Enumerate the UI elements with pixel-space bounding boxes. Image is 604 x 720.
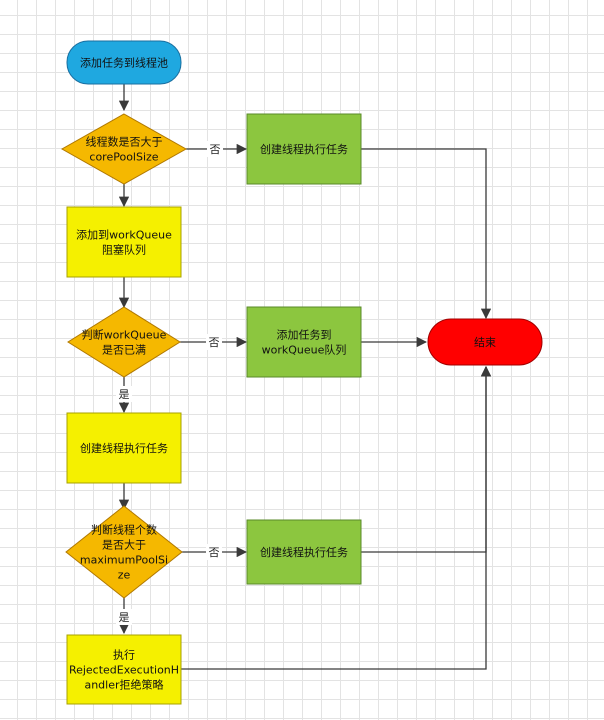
nodes: 添加任务到线程池 线程数是否大于 corePoolSize 创建线程执行任务 添加… bbox=[60, 40, 543, 705]
label-line: andler拒绝策略 bbox=[84, 678, 163, 692]
label-line: 是否已满 bbox=[102, 344, 146, 357]
edge-create-max-to-end bbox=[361, 365, 492, 553]
label-line: 线程数是否大于 bbox=[86, 135, 163, 149]
create-thread-core-label: 创建线程执行任务 bbox=[260, 142, 348, 156]
end-node-label: 结束 bbox=[474, 336, 496, 349]
label-line: 添加任务到线程池 bbox=[80, 56, 168, 70]
edge-label-no-2: 否 bbox=[209, 336, 220, 349]
edge-create-core-to-end bbox=[361, 148, 492, 320]
label-line: 判断线程个数 bbox=[91, 523, 157, 537]
label-line: 是否大于 bbox=[102, 538, 146, 552]
decision-core-pool-size bbox=[60, 113, 188, 185]
edge-label-yes-2: 是 bbox=[119, 611, 130, 624]
end-node bbox=[427, 318, 543, 366]
label-line: 结束 bbox=[474, 336, 496, 349]
edge-reject-to-end bbox=[181, 365, 492, 670]
decision-max-pool-size bbox=[65, 505, 183, 599]
start-node bbox=[66, 40, 182, 85]
label-line: maximumPoolSi bbox=[80, 554, 168, 567]
label-line: corePoolSize bbox=[89, 151, 158, 164]
label-line: 添加任务到 bbox=[277, 328, 332, 342]
create-thread-max-node bbox=[246, 519, 362, 585]
decision-core-pool-size-label: 线程数是否大于 corePoolSize bbox=[86, 135, 163, 164]
edge-label-no-3: 否 bbox=[209, 546, 220, 559]
label-line: 执行 bbox=[113, 648, 135, 662]
edge-label-yes-1: 是 bbox=[119, 388, 130, 401]
label-line: 添加到workQueue bbox=[76, 228, 172, 242]
add-task-to-queue-node bbox=[246, 306, 362, 378]
create-thread-label: 创建线程执行任务 bbox=[80, 441, 168, 455]
create-thread-core-node bbox=[246, 113, 362, 185]
label-line: 阻塞队列 bbox=[102, 243, 146, 257]
edge-labels: 否 否 是 否 是 bbox=[116, 141, 223, 625]
label-line: 创建线程执行任务 bbox=[260, 545, 348, 559]
decision-queue-full-label: 判断workQueue 是否已满 bbox=[82, 328, 167, 357]
start-node-label: 添加任务到线程池 bbox=[80, 56, 168, 70]
label-line: 判断workQueue bbox=[82, 328, 167, 342]
label-line: workQueue队列 bbox=[262, 343, 347, 357]
reject-handler-node bbox=[66, 634, 182, 705]
label-line: 创建线程执行任务 bbox=[260, 142, 348, 156]
label-line: RejectedExecutionH bbox=[69, 664, 179, 677]
edge-label-no-1: 否 bbox=[210, 143, 221, 156]
decision-max-pool-size-label: 判断线程个数是否大于 maximumPoolSi ze bbox=[80, 523, 168, 582]
create-thread-node bbox=[66, 412, 182, 484]
label-line: ze bbox=[118, 569, 131, 582]
label-line: 创建线程执行任务 bbox=[80, 441, 168, 455]
add-to-queue-node bbox=[66, 206, 182, 278]
create-thread-max-label: 创建线程执行任务 bbox=[260, 545, 348, 559]
decision-queue-full bbox=[67, 306, 181, 378]
